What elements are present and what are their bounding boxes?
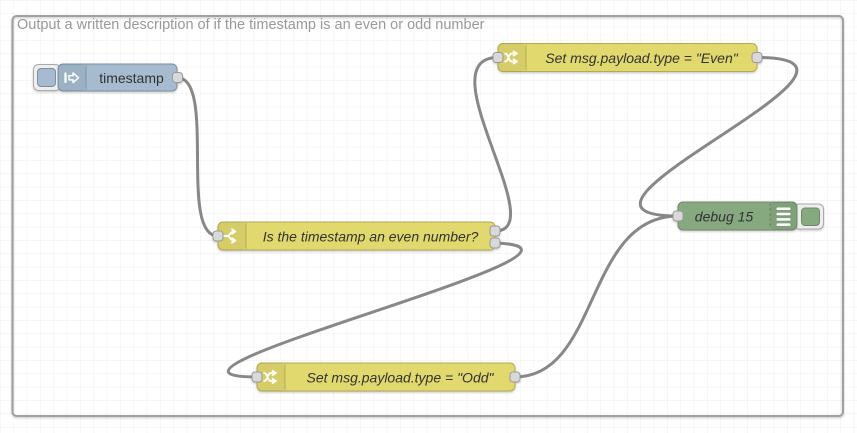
port-output-2[interactable] [489, 237, 501, 249]
icon-region [58, 64, 86, 91]
port-input[interactable] [672, 210, 684, 222]
debug-icon-bar [776, 212, 791, 216]
icon-region [498, 43, 526, 72]
debug-icon-bar [776, 207, 791, 210]
node-change-odd[interactable]: Set msg.payload.type = "Odd" [251, 362, 521, 392]
port-input[interactable] [251, 371, 263, 383]
debug-icon-bar [776, 218, 791, 221]
change-shuffle-icon [263, 369, 277, 385]
node-label: Is the timestamp an even number? [263, 229, 479, 245]
port-output[interactable] [172, 72, 183, 83]
node-change-even[interactable]: Set msg.payload.type = "Even" [492, 43, 763, 72]
debug-toggle-button-inner[interactable] [801, 207, 820, 226]
wire-change-even-to-debug[interactable] [638, 56, 799, 218]
port-input[interactable] [212, 230, 224, 242]
wires-layer [175, 56, 799, 379]
switch-fork-icon [223, 228, 237, 244]
node-label: Set msg.payload.type = "Odd" [307, 370, 495, 386]
port-output[interactable] [751, 52, 763, 63]
group-box[interactable] [11, 15, 844, 417]
node-label: Set msg.payload.type = "Even" [545, 50, 738, 66]
wire-switch-out2-to-change-odd[interactable] [226, 241, 523, 379]
wire-timestamp-to-switch[interactable] [175, 76, 220, 238]
port-output[interactable] [509, 371, 521, 383]
icon-region [218, 222, 246, 250]
debug-icon-bar [776, 223, 791, 226]
inject-arrow-icon [64, 72, 80, 84]
group-label: Output a written description of if the t… [17, 17, 485, 33]
debug-list-icon [776, 207, 791, 226]
port-output-1[interactable] [489, 225, 501, 237]
node-label: debug 15 [695, 209, 754, 225]
port-input[interactable] [492, 52, 504, 63]
node-inject-timestamp[interactable]: timestamp [33, 63, 183, 92]
node-switch[interactable]: Is the timestamp an even number? [212, 221, 501, 251]
change-shuffle-icon [504, 50, 518, 65]
inject-button-inner[interactable] [37, 68, 56, 87]
node-debug[interactable]: debug 15 [672, 201, 824, 231]
icon-region [257, 363, 285, 391]
node-label: timestamp [99, 70, 164, 86]
wire-change-odd-to-debug[interactable] [513, 214, 680, 379]
wire-switch-out1-to-change-even[interactable] [473, 56, 513, 233]
flow-group[interactable]: Output a written description of if the t… [11, 15, 844, 417]
